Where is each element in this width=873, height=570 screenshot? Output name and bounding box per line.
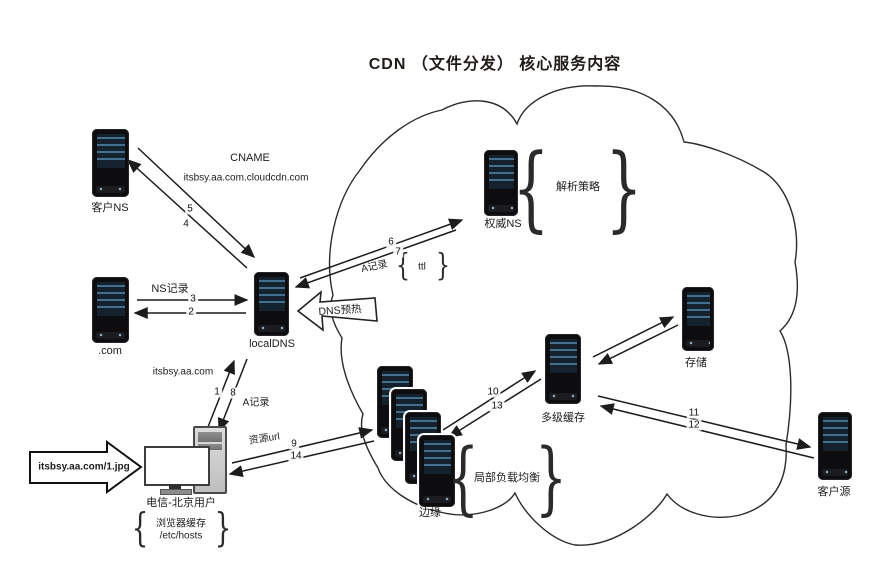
step-9: 9: [289, 438, 299, 450]
parse-strategy-label: 解析策略: [556, 181, 600, 193]
step-4: 4: [181, 218, 191, 230]
step-6: 6: [386, 236, 396, 248]
request-url-arrow: [29, 440, 143, 494]
step-7: 7: [393, 246, 403, 258]
step-3: 3: [188, 293, 198, 305]
browser-cache-brace-left: {: [131, 506, 149, 552]
cdn-cloud-outline: [328, 85, 799, 546]
step-13: 13: [489, 400, 505, 412]
edge-localdns-authns: [294, 218, 464, 289]
browser-cache-brace-right: }: [214, 506, 232, 552]
edge-cache-origin: [597, 395, 815, 459]
ns-record-label: NS记录: [151, 283, 189, 295]
page-title: CDN （文件分发） 核心服务内容: [368, 56, 622, 73]
step-14: 14: [288, 450, 304, 462]
local-lb-brace-right: }: [535, 431, 567, 525]
step-1: 1: [212, 386, 222, 398]
dotcom-label: .com: [98, 345, 122, 357]
step-5: 5: [185, 203, 195, 215]
user-label: 电信-北京用户: [146, 497, 216, 509]
multi-cache-server-icon: [545, 334, 581, 404]
etc-hosts-label: /etc/hosts: [159, 530, 203, 542]
localdns-server-icon: [254, 272, 289, 336]
multi-cache-label: 多级缓存: [541, 412, 585, 424]
step-11: 11: [686, 407, 702, 419]
edge-server-icon: [419, 435, 455, 507]
dns-preheat-arrow: [296, 290, 378, 332]
a-record-user-label: A记录: [242, 397, 270, 409]
client-ns-server-icon: [92, 129, 129, 197]
request-url-label: itsbsy.aa.com/1.jpg: [38, 461, 130, 473]
browser-cache-label: 浏览器缓存: [156, 518, 206, 530]
storage-server-icon: [682, 287, 714, 351]
domain-label: itsbsy.aa.com: [152, 366, 214, 378]
auth-ns-server-icon: [484, 150, 518, 216]
storage-label: 存储: [685, 357, 707, 369]
dotcom-server-icon: [92, 277, 129, 343]
parse-strategy-brace-right: }: [605, 133, 643, 243]
cname-domain-label: itsbsy.aa.com.cloudcdn.com: [183, 172, 309, 184]
step-12: 12: [686, 419, 702, 431]
step-10: 10: [485, 386, 501, 398]
local-load-balance-label: 局部负载均衡: [474, 472, 540, 484]
step-8: 8: [228, 387, 238, 399]
client-ns-label: 客户NS: [91, 202, 129, 214]
edge-cache-storage: [592, 316, 679, 365]
ttl-label: ttl: [418, 261, 426, 273]
ttl-brace-right: }: [436, 248, 450, 284]
edge-label: 边缘: [419, 507, 441, 519]
localdns-label: localDNS: [249, 338, 295, 350]
parse-strategy-brace-left: {: [512, 133, 550, 243]
customer-origin-label: 客户源: [817, 486, 851, 498]
auth-ns-label: 权威NS: [484, 218, 522, 230]
dns-preheat-label: DNS预热: [318, 303, 362, 318]
cname-label: CNAME: [230, 152, 270, 164]
local-lb-brace-left: {: [447, 431, 479, 525]
ttl-brace-left: {: [396, 248, 410, 284]
step-2: 2: [186, 306, 196, 318]
customer-origin-server-icon: [818, 412, 852, 480]
